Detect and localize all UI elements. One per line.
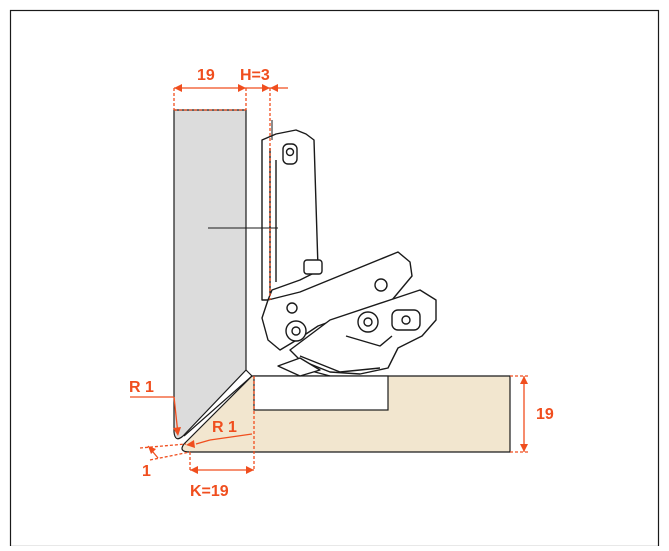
door-radius-label: R 1 xyxy=(129,379,154,396)
dimension-lines xyxy=(130,87,530,471)
door-panel xyxy=(173,109,247,440)
gap-label: 1 xyxy=(142,463,151,480)
concealed-hinge-icon xyxy=(261,120,437,377)
hinge-cup-recess xyxy=(253,375,389,411)
door-thickness-label: 19 xyxy=(197,67,215,84)
side-radius-label: R 1 xyxy=(212,419,237,436)
dimension-arrows xyxy=(148,84,528,474)
overlay-label: H=3 xyxy=(240,67,270,84)
door-diagonal-edge xyxy=(183,375,253,437)
k-distance-label: K=19 xyxy=(190,483,229,500)
side-thickness-label: 19 xyxy=(536,406,554,423)
door-panel-edge xyxy=(245,369,253,377)
